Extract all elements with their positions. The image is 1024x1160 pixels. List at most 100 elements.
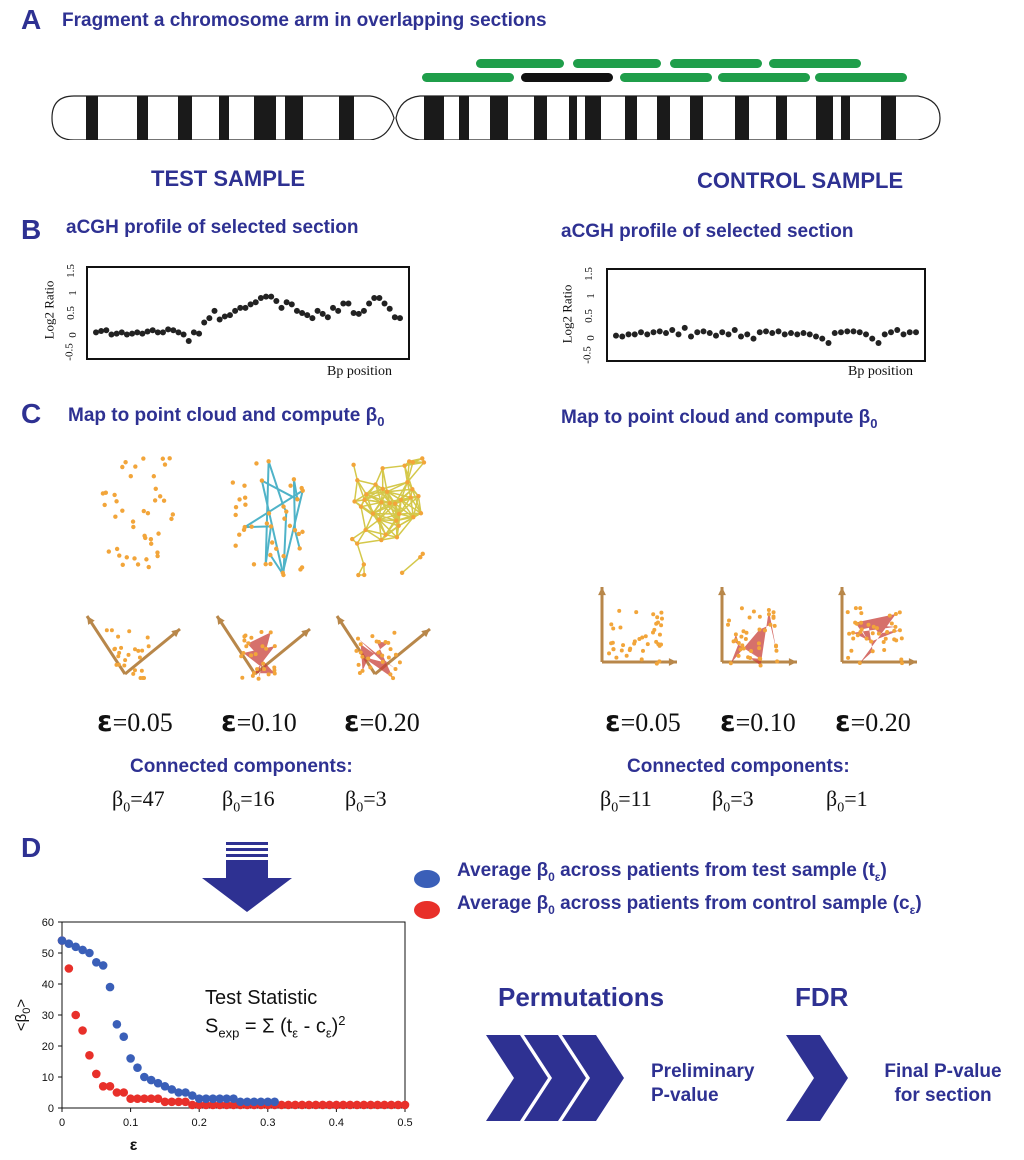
profile-point <box>725 331 732 338</box>
chart-point <box>400 1100 410 1110</box>
profile-point <box>731 327 738 334</box>
profile-point <box>170 327 177 334</box>
chart-point <box>167 1097 177 1107</box>
cloud-point <box>892 637 897 642</box>
y-tick-label: 60 <box>42 917 54 929</box>
control-legend-marker <box>414 901 440 919</box>
profile-point <box>108 331 115 338</box>
profile-point <box>180 331 187 338</box>
profile-point <box>706 330 713 337</box>
cloud-link <box>378 513 400 521</box>
chart-point <box>146 1094 156 1103</box>
cloud-point <box>370 634 375 639</box>
cloud-point <box>135 562 141 567</box>
cloud-point <box>114 662 119 667</box>
cloud-point <box>858 606 863 611</box>
axis-arrowhead <box>668 658 677 666</box>
cloud-point <box>242 483 247 488</box>
cloud-point <box>882 647 887 652</box>
cloud-point <box>148 536 154 542</box>
chart-point <box>325 1100 334 1110</box>
cloud-point <box>846 655 851 660</box>
chart-point <box>229 1094 238 1103</box>
panel-a-letter: A <box>21 4 42 35</box>
profile-point <box>149 327 156 334</box>
cloud-link <box>406 462 414 483</box>
cloud-point <box>363 527 368 533</box>
cloud-point <box>262 667 267 672</box>
chart-point <box>194 1094 204 1103</box>
cloud-point <box>611 647 616 652</box>
cloud-point <box>230 480 236 485</box>
cloud-point <box>869 639 874 644</box>
section-bar <box>573 59 661 68</box>
cloud-point <box>379 537 384 543</box>
profile-point <box>856 329 863 336</box>
profile-point <box>350 310 357 316</box>
profile-point <box>273 297 280 304</box>
cloud-link <box>396 516 414 538</box>
cloud-point <box>255 667 260 672</box>
test-beta-value: β0=3 <box>345 786 387 816</box>
profile-point <box>913 329 919 336</box>
profile-point <box>844 328 851 335</box>
test-profile-ytick: 0 <box>66 332 79 338</box>
cloud-point <box>251 562 257 567</box>
cloud-point <box>299 485 304 491</box>
cloud-link <box>387 488 413 493</box>
point-cloud <box>230 459 305 578</box>
chart-point <box>352 1100 362 1110</box>
chart-point <box>229 1100 238 1110</box>
cloud-link <box>363 499 374 514</box>
cloud-point <box>123 658 128 663</box>
cloud-point <box>418 511 424 516</box>
cloud-point <box>155 553 160 559</box>
control-epsilon-label: ε=0.10 <box>720 705 796 738</box>
profile-point <box>355 310 362 317</box>
cloud-link <box>381 536 398 541</box>
cloud-point <box>380 466 385 471</box>
profile-point <box>103 327 110 334</box>
cloud-point <box>254 461 259 466</box>
cloud-point <box>264 646 269 651</box>
cloud-point <box>733 638 738 643</box>
control-profile-ytick: 0 <box>584 335 597 341</box>
profile-point <box>319 310 326 317</box>
profile-point <box>376 294 383 301</box>
profile-point <box>165 326 172 333</box>
cloud-point <box>356 636 361 641</box>
chart-point <box>284 1100 293 1110</box>
cloud-point <box>144 557 149 562</box>
x-tick-label: 0 <box>59 1117 65 1129</box>
cloud-simplex <box>358 638 396 679</box>
cloud-point <box>282 516 287 521</box>
cloud-point <box>274 546 279 551</box>
chart-point <box>112 1020 122 1029</box>
cloud-point <box>659 610 664 615</box>
panel-a-title: Fragment a chromosome arm in overlapping… <box>62 10 547 31</box>
axis-line <box>124 627 181 676</box>
cloud-point <box>132 668 137 673</box>
axis-arrowhead <box>337 616 345 625</box>
chart-point <box>160 1097 170 1107</box>
panel-c-test-title: Map to point cloud and compute β0 <box>68 405 385 429</box>
cloud-point <box>736 640 741 645</box>
profile-point <box>694 329 701 336</box>
profile-point <box>613 332 619 339</box>
cloud-point <box>634 610 639 615</box>
cloud-point <box>766 612 771 617</box>
cloud-point <box>299 565 305 570</box>
chromosome-long-arm <box>395 95 941 140</box>
cloud-point <box>405 480 410 485</box>
chart-point <box>393 1100 403 1110</box>
chart-point <box>140 1094 149 1103</box>
cloud-point <box>241 527 247 533</box>
cloud-point <box>237 497 242 502</box>
chart-point <box>71 942 81 952</box>
cloud-point <box>639 657 644 662</box>
cloud-point <box>366 656 371 661</box>
profile-point <box>888 329 894 336</box>
cloud-point <box>614 655 619 660</box>
cloud-point <box>864 636 869 641</box>
chart-point <box>85 1051 94 1060</box>
